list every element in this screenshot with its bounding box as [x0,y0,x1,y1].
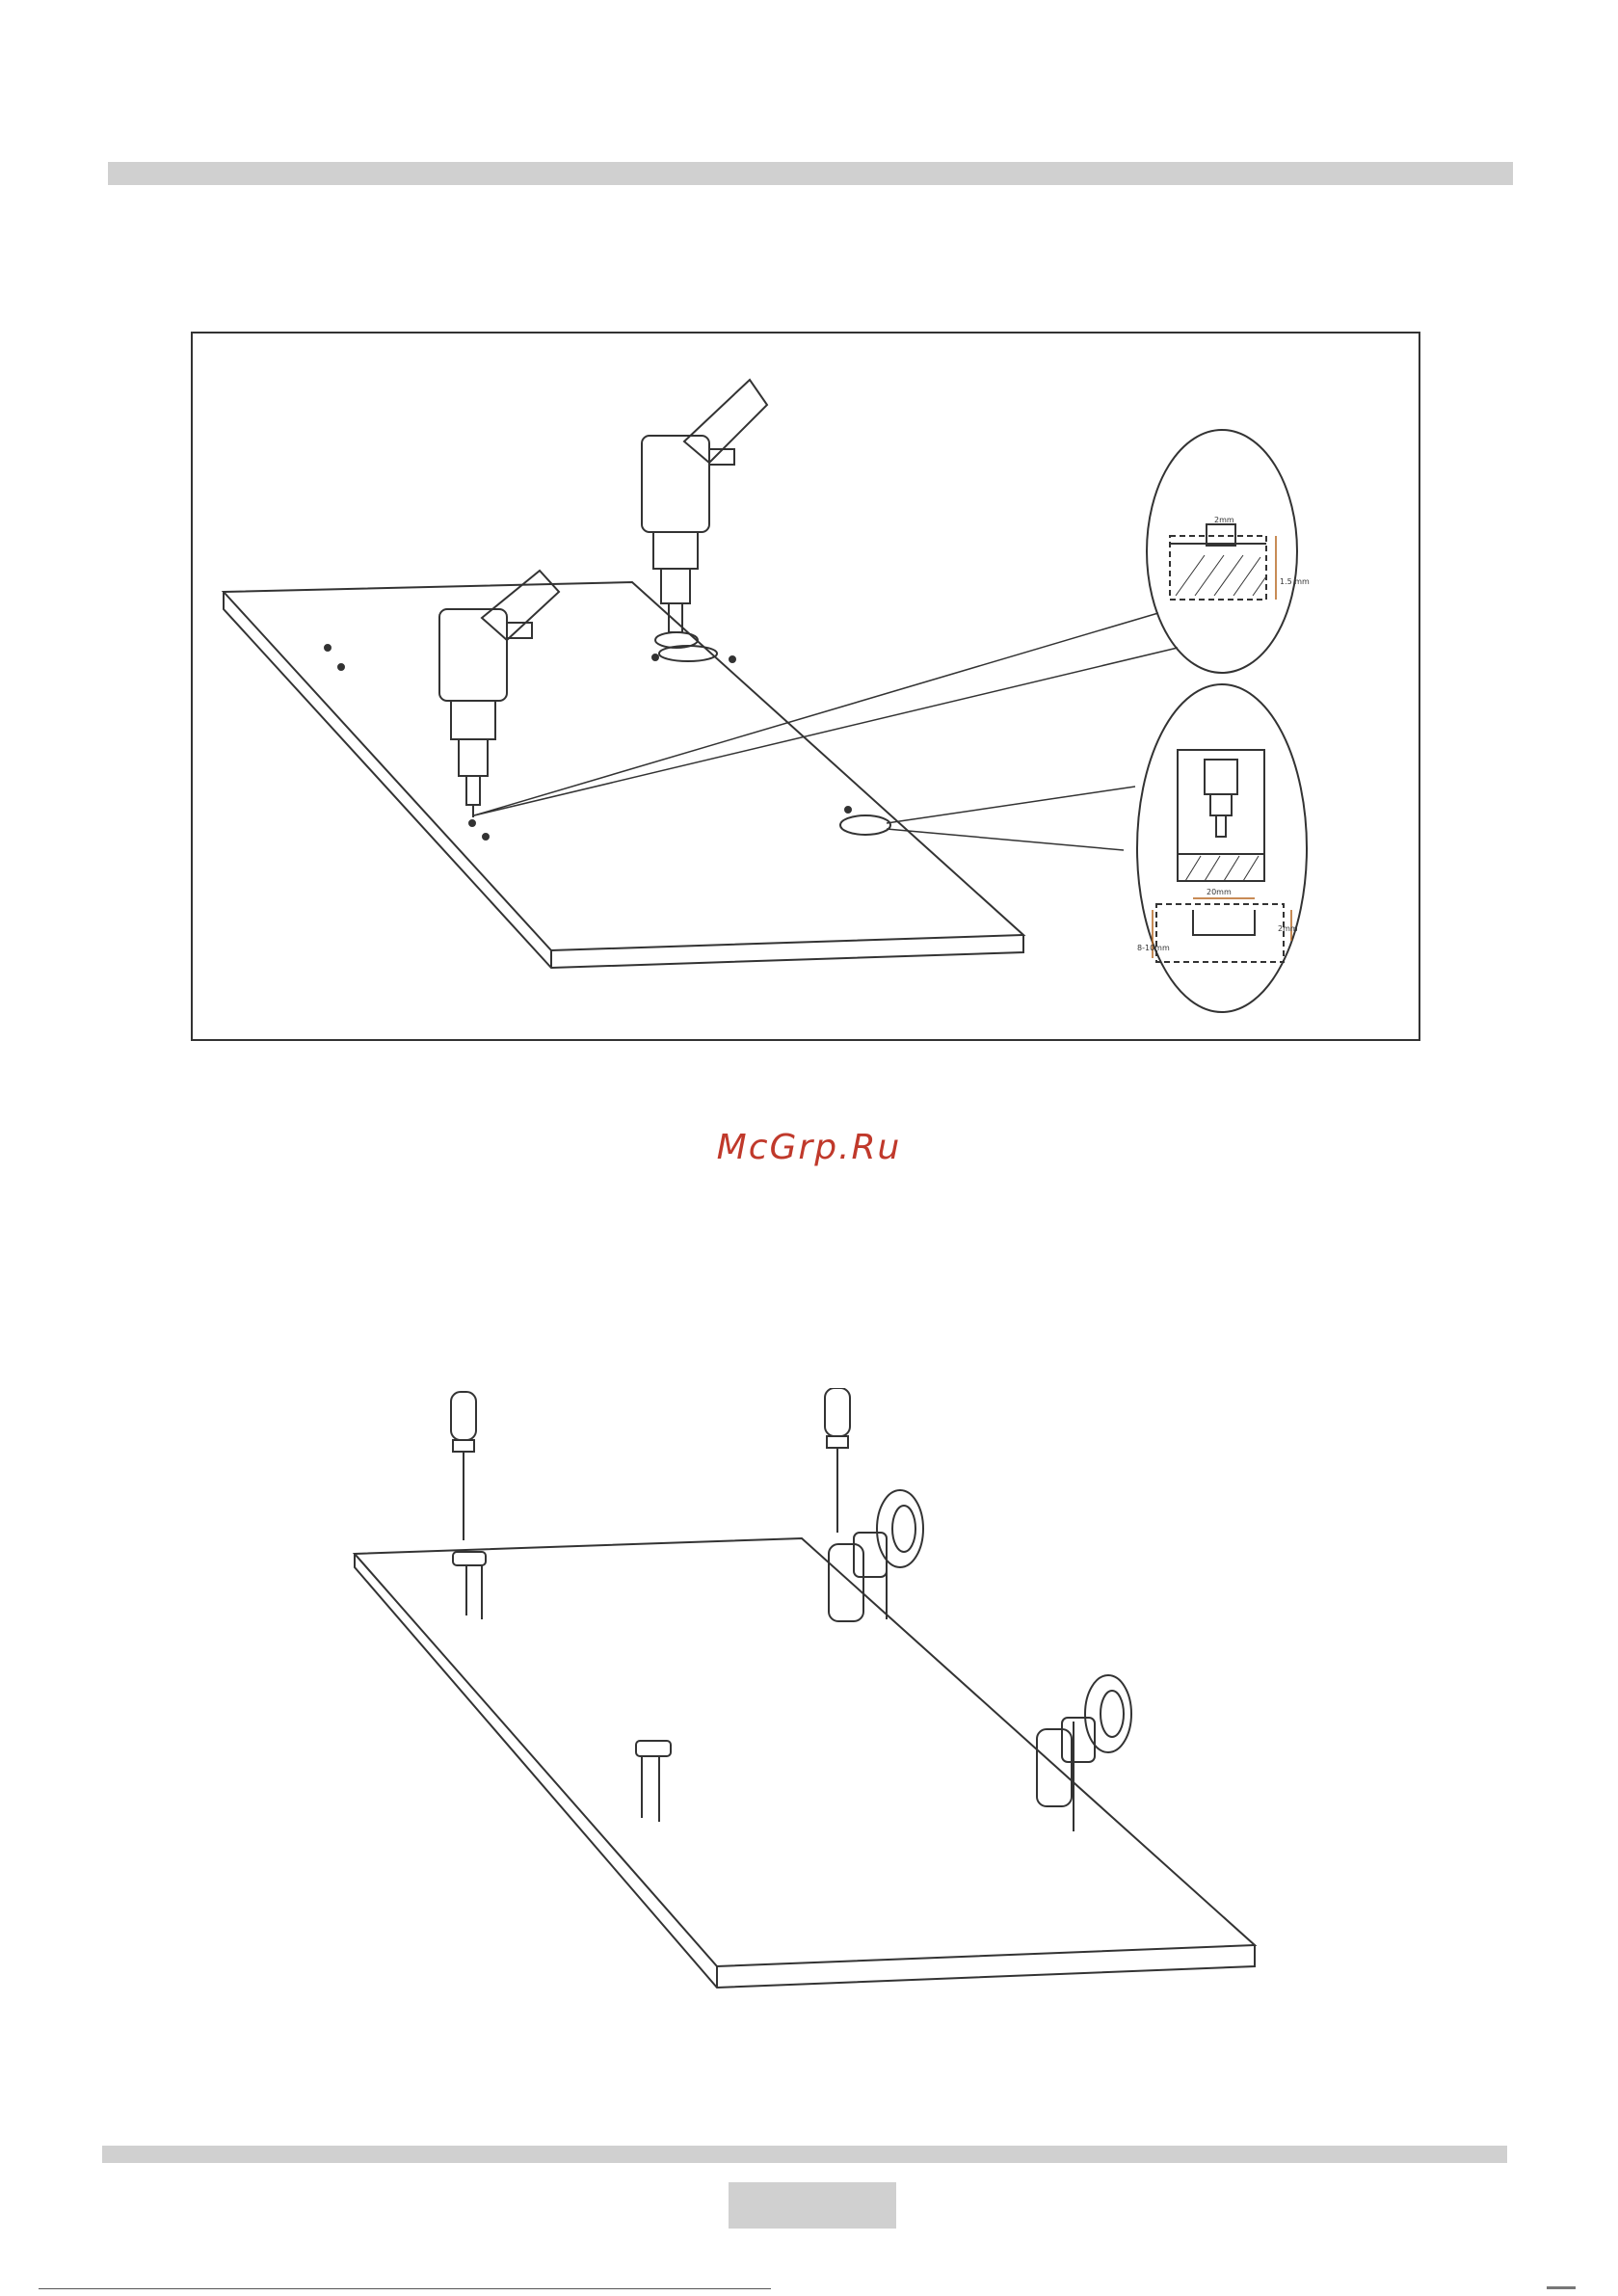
header-rule [108,162,1513,185]
assembly-figure [318,1388,1282,2005]
page-number-box [729,2182,896,2229]
dimension-label: 2mm [1214,516,1234,524]
footer-rule [102,2146,1507,2163]
screwdriver-icon [451,1392,476,1540]
hinge-icon [829,1490,923,1621]
dimension-label: 8-10mm [1137,944,1170,952]
detail-callout-icon [1147,430,1297,673]
panel-top-surface [355,1538,1255,1966]
drill-icon [642,380,767,661]
dimension-label: 1.5 mm [1280,577,1310,586]
dimension-label: 2mm [1278,924,1298,933]
drilling-figure: 2mm 1.5 mm 20mm 8-10mm 2mm [191,332,1420,1041]
drilling-illustration: 2mm 1.5 mm 20mm 8-10mm 2mm [193,334,1422,1043]
page-edge-line [39,2288,771,2289]
dimension-label: 20mm [1207,888,1232,896]
detail-callout-icon [1137,684,1307,1012]
page-edge-mark [1547,2286,1576,2289]
watermark-text: McGrp.Ru [0,1128,1618,1167]
screwdriver-icon [825,1388,850,1533]
drill-icon [439,571,559,817]
hinge-icon [1037,1675,1131,1831]
assembly-illustration [318,1388,1282,2005]
panel-top-surface [224,582,1023,950]
